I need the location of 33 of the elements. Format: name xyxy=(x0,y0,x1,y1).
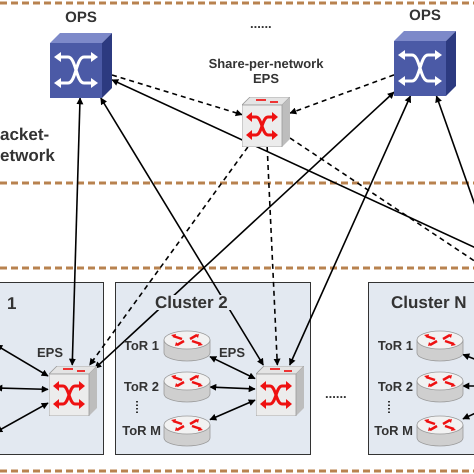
arrow xyxy=(0,402,49,433)
arrow xyxy=(0,344,49,377)
dashed-arrow xyxy=(89,146,248,366)
arrow xyxy=(68,97,84,366)
section-label: acket- etwork xyxy=(0,124,56,166)
arrow xyxy=(209,356,256,380)
cluster-box xyxy=(115,282,311,455)
device-label: ToR M xyxy=(373,423,413,438)
device-label: ToR 1 xyxy=(376,338,413,353)
device-label: EPS xyxy=(219,345,246,360)
device-label: ToR 1 xyxy=(122,338,159,353)
arrow xyxy=(100,97,264,366)
device-label: OPS xyxy=(408,8,442,23)
arrow xyxy=(0,384,49,393)
device-label: ToR 2 xyxy=(376,379,413,394)
device-label: ToR 2 xyxy=(122,379,159,394)
device-label: EPS xyxy=(37,345,64,360)
ellipsis-text: ...... xyxy=(325,385,347,403)
arrow xyxy=(288,95,412,366)
dashed-arrow xyxy=(266,146,281,366)
arrow xyxy=(209,399,256,420)
ellipsis-text: ...... xyxy=(250,15,272,33)
device-label: ToR M xyxy=(121,423,161,438)
device-label: Share-per-network EPS xyxy=(208,56,324,86)
dashed-arrow xyxy=(112,74,243,116)
arrow xyxy=(462,382,474,390)
arrow xyxy=(94,92,395,369)
device-label: OPS xyxy=(64,10,98,25)
cluster-box xyxy=(368,282,474,455)
dashed-arrow xyxy=(289,74,394,114)
arrow xyxy=(111,79,474,249)
arrow xyxy=(209,384,256,392)
cluster-box xyxy=(0,282,104,455)
